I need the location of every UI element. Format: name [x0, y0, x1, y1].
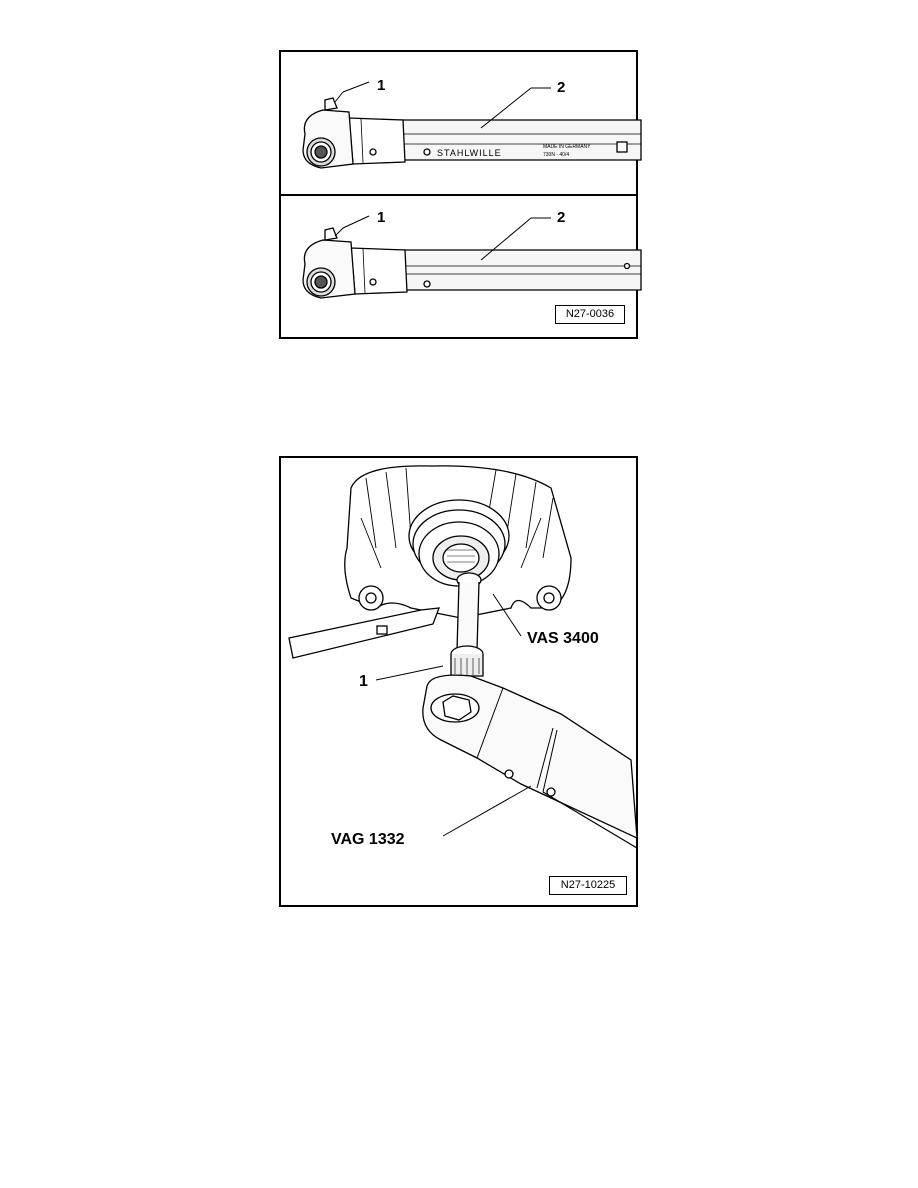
- leader-line: [480, 217, 532, 261]
- panel-divider: [281, 194, 636, 196]
- alternator-bracket: [288, 607, 440, 659]
- leader-line: [334, 227, 344, 237]
- leader-line: [375, 665, 444, 681]
- leader-line: [480, 87, 532, 129]
- torque-wrench-lower: [302, 227, 642, 299]
- leader-line: [442, 785, 532, 837]
- alternator-illustration: VAS 3400 1 VAG 1332: [288, 465, 638, 849]
- figure-reference-code: N27-0036: [555, 305, 625, 324]
- torque-wrench-upper: [302, 97, 642, 169]
- leader-line: [492, 593, 522, 637]
- label-text-line1: MADE IN GERMANY: [543, 144, 591, 150]
- callout-vag-1332: VAG 1332: [331, 831, 405, 848]
- callout-1-lower: 1: [377, 209, 385, 226]
- leader-line: [342, 81, 370, 93]
- leader-line: [342, 215, 370, 229]
- callout-2-lower: 2: [557, 209, 565, 226]
- callout-1: 1: [359, 673, 368, 690]
- callout-1-upper: 1: [377, 77, 385, 94]
- label-text-line2: 730N - 40/4: [543, 152, 569, 158]
- leader-line: [334, 91, 344, 103]
- bracket-marking: [376, 625, 388, 635]
- brand-text: STAHLWILLE: [437, 148, 502, 158]
- callout-vas-3400: VAS 3400: [527, 630, 599, 647]
- wrench-illustration-pair: STAHLWILLE MADE IN GERMANY 730N - 40/4 1…: [302, 77, 642, 299]
- torque-wrench-vag-1332: [422, 674, 638, 849]
- socket-extension-vas-3400: [450, 572, 484, 677]
- figure-torque-wrench-variants: STAHLWILLE MADE IN GERMANY 730N - 40/4 1…: [279, 50, 642, 339]
- callout-2-upper: 2: [557, 79, 565, 96]
- figure-alternator-pulley-tightening: VAS 3400 1 VAG 1332 N27-10225: [279, 456, 638, 907]
- figure-reference-code: N27-10225: [549, 876, 627, 895]
